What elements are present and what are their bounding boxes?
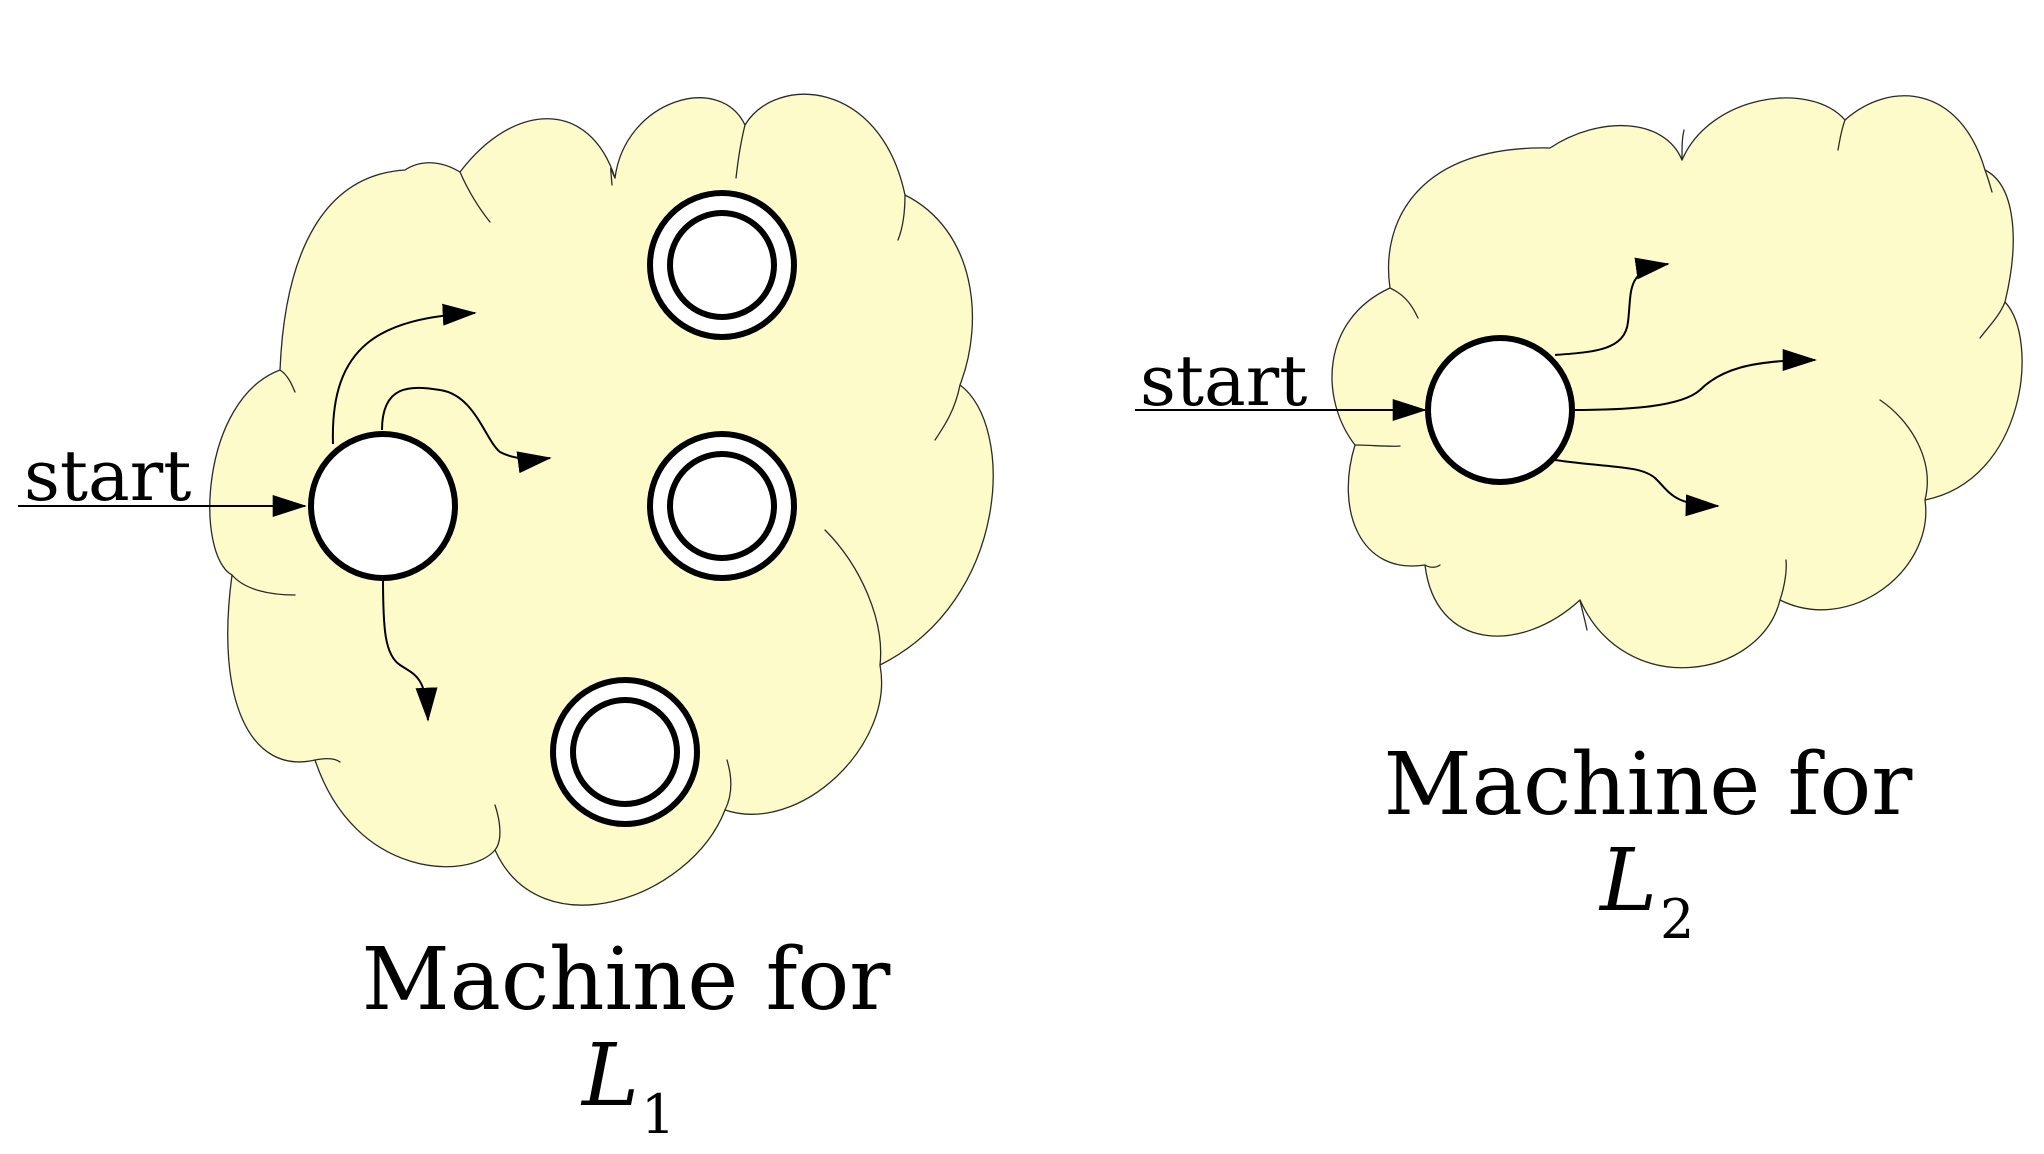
caption-symbol-1: L: [580, 1026, 639, 1126]
cloud-crease: [279, 369, 296, 393]
cloud-crease: [1389, 287, 1419, 319]
accepting-state: [647, 190, 797, 340]
caption-subscript-1: 1: [641, 1083, 675, 1146]
cloud-crease: [897, 194, 906, 241]
caption-line-2: Machine for: [1384, 735, 1914, 835]
machine-1-cloud: [209, 93, 994, 906]
cloud-crease: [1579, 599, 1588, 631]
accepting-state: [550, 677, 700, 827]
cloud-crease: [1837, 119, 1846, 151]
transition-arrow: [1554, 459, 1720, 517]
cloud-crease: [1779, 559, 1787, 601]
transition-arrow: [1571, 349, 1817, 411]
caption-symbol-2: L: [1598, 831, 1657, 931]
machine-2-cloud: [1331, 95, 2023, 669]
cloud-crease: [1979, 301, 2006, 339]
cloud-crease: [459, 171, 491, 223]
cloud-crease: [1984, 169, 1993, 193]
transition-arrow: [382, 577, 438, 722]
cloud-crease: [1354, 444, 1401, 447]
caption-line-1: Machine for: [362, 930, 892, 1030]
start-label-1: start: [24, 435, 191, 517]
cloud-crease: [494, 804, 501, 851]
start-label-2: start: [1140, 340, 1307, 422]
transition-arrow: [331, 303, 477, 445]
cloud-crease: [1681, 129, 1685, 161]
cloud-crease: [610, 167, 616, 186]
machine-1-group: start Machine for L 1: [18, 93, 994, 1146]
cloud-crease: [314, 758, 341, 763]
cloud-crease: [824, 529, 882, 666]
transition-arrow: [1554, 257, 1670, 356]
caption-subscript-2: 2: [1660, 888, 1694, 951]
cloud-crease: [1424, 564, 1441, 568]
start-state-2: [1425, 335, 1575, 485]
cloud-crease: [934, 384, 961, 441]
start-state-1: [308, 431, 458, 581]
transition-arrow: [381, 386, 552, 474]
cloud-crease: [231, 574, 296, 596]
cloud-crease: [735, 124, 746, 179]
accepting-state: [647, 431, 797, 581]
cloud-crease: [724, 759, 732, 811]
cloud-crease: [1879, 399, 1928, 501]
machine-2-group: start Machine for L 2: [1135, 95, 2023, 951]
